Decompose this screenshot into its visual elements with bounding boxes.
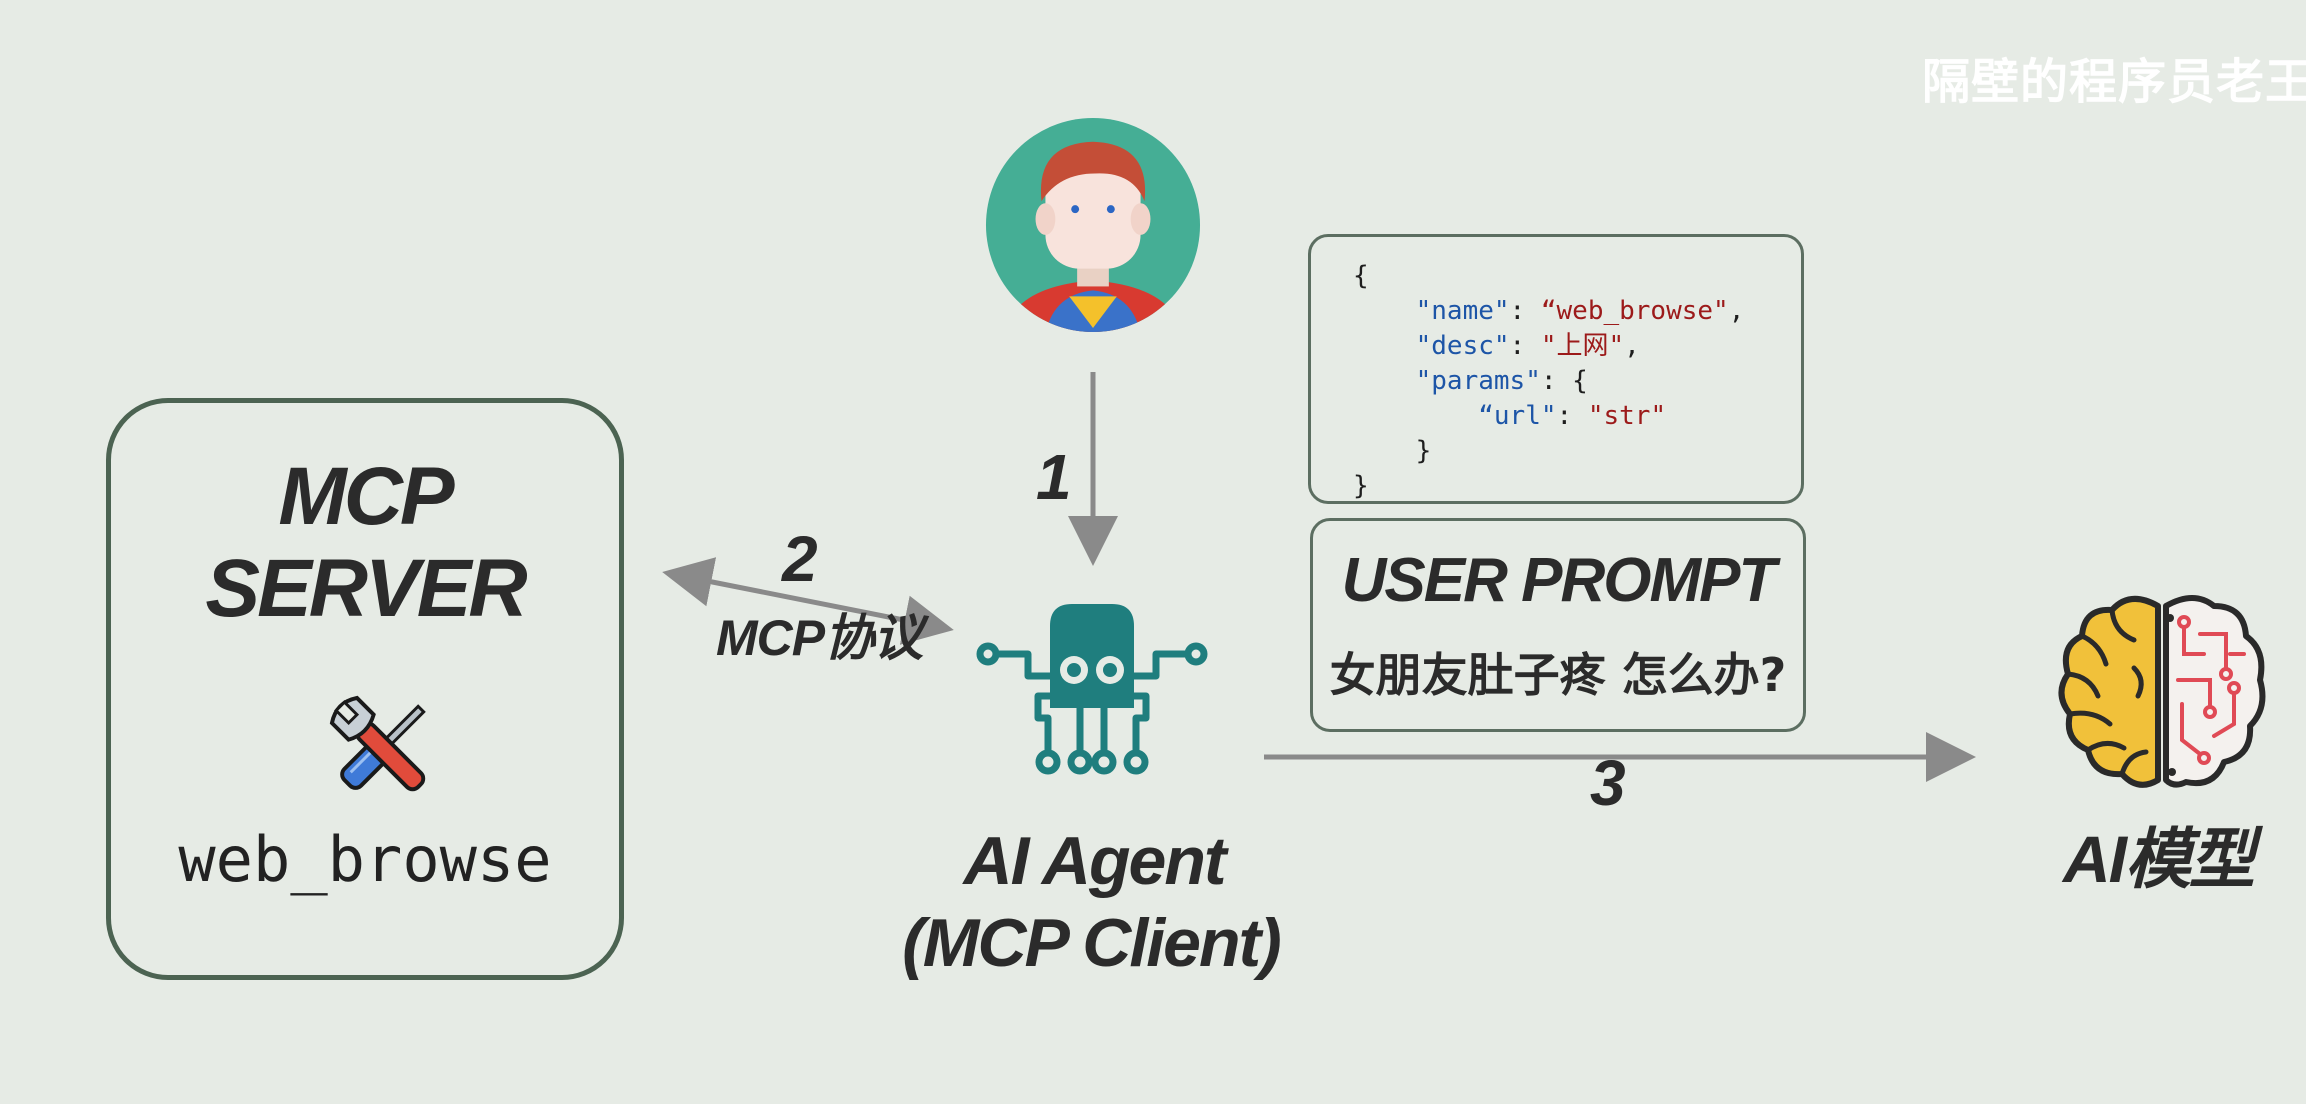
- json-desc-key: "desc": [1415, 331, 1510, 361]
- user-prompt-box: USER PROMPT 女朋友肚子疼 怎么办?: [1310, 518, 1806, 732]
- arrow-agent-server-bidirectional: [662, 557, 954, 645]
- json-close-brace: }: [1353, 471, 1369, 501]
- mcp-server-title-line1: MCP: [278, 451, 454, 542]
- tool-spec-code: { "name": “web_browse", "desc": "上网", "p…: [1353, 261, 1745, 501]
- mcp-server-title: MCP SERVER: [111, 451, 619, 635]
- step-3-label: 3: [1590, 747, 1626, 819]
- json-desc-value: "上网": [1540, 331, 1625, 361]
- agent-subtitle-label: (MCP Client): [902, 905, 1282, 981]
- watermark-text: 隔壁的程序员老王: [1922, 54, 2306, 110]
- agent-name-label: AI Agent: [963, 823, 1226, 899]
- superhero-avatar-icon: [985, 117, 1201, 333]
- tool-spec-box: { "name": “web_browse", "desc": "上网", "p…: [1308, 234, 1804, 504]
- json-inner-close: }: [1415, 436, 1432, 466]
- mcp-protocol-label: MCP协议: [716, 610, 923, 666]
- json-url-key: “url": [1478, 401, 1557, 431]
- mcp-server-box: MCP SERVER web_browse: [106, 398, 624, 980]
- json-params-key: "params": [1415, 366, 1541, 396]
- step-2-label: 2: [782, 523, 818, 595]
- brain-circuit-icon: [2058, 595, 2266, 788]
- json-open-brace: {: [1353, 261, 1369, 291]
- ai-model-label: AI模型: [2063, 822, 2255, 896]
- octopus-circuit-icon: [976, 604, 1208, 775]
- user-prompt-title: USER PROMPT: [1341, 546, 1777, 615]
- step-1-label: 1: [1036, 441, 1072, 513]
- user-prompt-text: 女朋友肚子疼 怎么办?: [1329, 648, 1787, 702]
- tool-name-label: web_browse: [178, 823, 552, 896]
- json-name-value: “web_browse": [1540, 296, 1729, 326]
- json-url-value: "str": [1587, 401, 1667, 431]
- wrench-screwdriver-icon: [329, 695, 426, 792]
- json-name-key: "name": [1415, 296, 1510, 326]
- mcp-server-title-line2: SERVER: [205, 543, 527, 634]
